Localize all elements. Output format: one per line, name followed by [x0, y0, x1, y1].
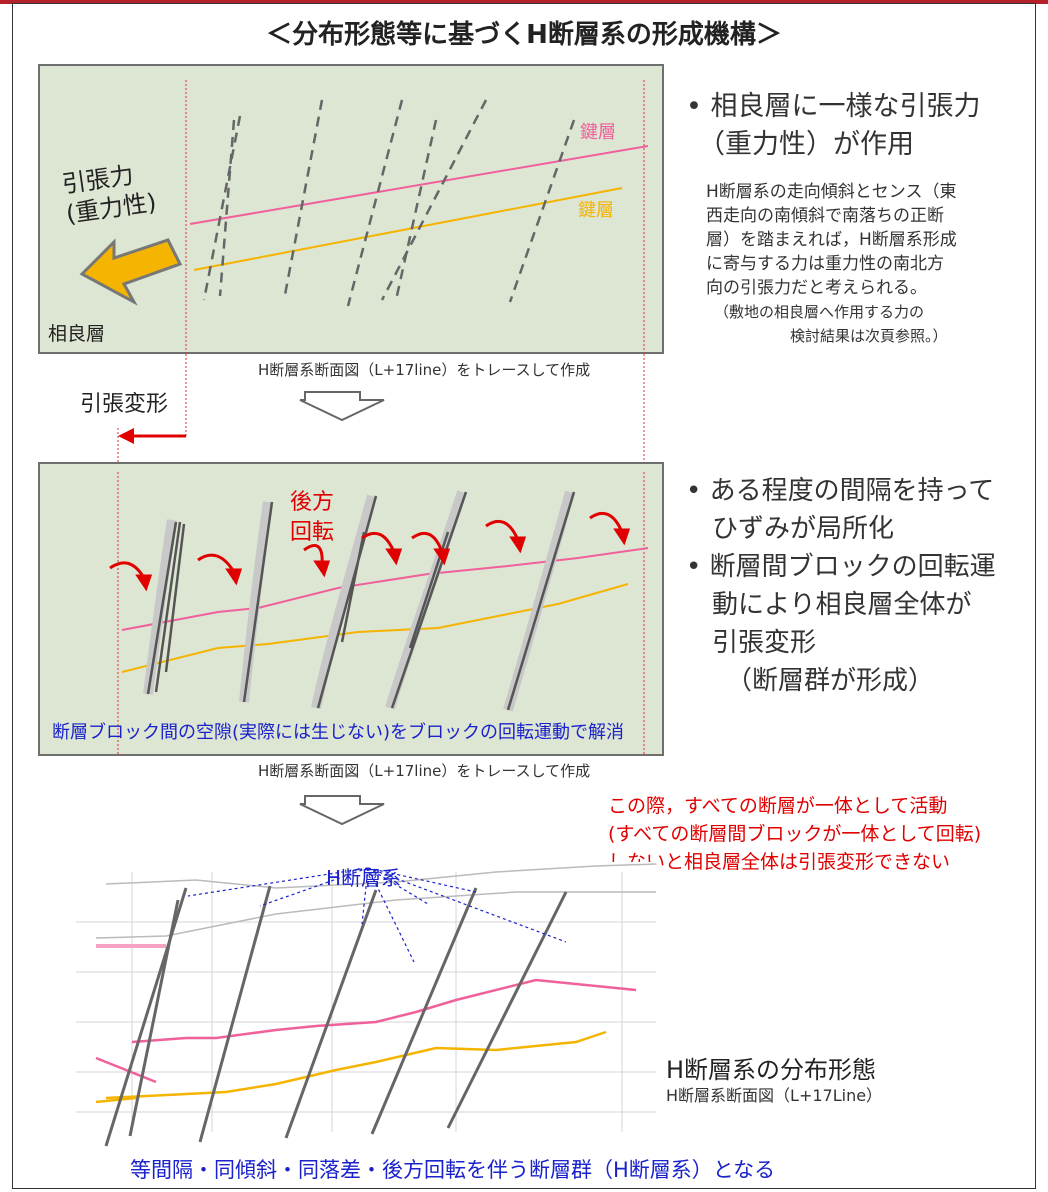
right2-line1: • ある程度の間隔を持って	[686, 476, 995, 506]
connector-drawing	[117, 354, 645, 466]
red-note-line1: この際，すべての断層が一体として活動	[608, 795, 948, 817]
right2-bullets: • ある程度の間隔を持って ひずみが局所化 • 断層間ブロックの回転運 動により…	[686, 472, 1036, 700]
key-bed-pink-line	[189, 145, 649, 225]
section-title: H断層系の分布形態	[666, 1056, 877, 1084]
deformation-label: 引張変形	[80, 392, 169, 417]
panel1-caption: H断層系断面図（L+17line）をトレースして作成	[258, 361, 591, 379]
tension-arrow-icon	[79, 238, 183, 306]
outer-frame	[12, 3, 1036, 1189]
fault-label-leaders	[187, 867, 567, 963]
rotation-label-line1: 後方	[290, 490, 335, 515]
deformation-arrow-head	[118, 428, 134, 444]
right1-note: H断層系の走向傾斜とセンス（東 西走向の南傾斜で南落ちの正断 層）を踏まえれば，…	[706, 180, 1026, 348]
right1-bullets: • 相良層に一様な引張力 （重力性）が作用	[686, 88, 1026, 164]
panel-rotation-drawing	[109, 472, 649, 756]
red-note-line3: しないと相良層全体は引張変形できない	[608, 851, 951, 873]
tension-label: 引張力 (重力性)	[60, 157, 158, 229]
bottom-conclusion: 等間隔・同傾斜・同落差・後方回転を伴う断層群（H断層系）となる	[130, 1158, 776, 1182]
dashed-fault-lines	[202, 99, 576, 307]
panel2-caption: H断層系断面図（L+17line）をトレースして作成	[258, 762, 591, 780]
right2-line2: ひずみが局所化	[712, 514, 895, 544]
layer-label: 相良層	[48, 323, 105, 345]
down-arrow-2-icon	[299, 795, 385, 826]
page-title: ＜分布形態等に基づくH断層系の形成機構＞	[266, 20, 782, 50]
rotation-label: 後方 回転	[290, 488, 334, 548]
right1-note-line1: H断層系の走向傾斜とセンス（東	[706, 182, 957, 202]
panel2-blue-note: 断層ブロック間の空隙(実際には生じない)をブロックの回転運動で解消	[52, 722, 625, 743]
panel-tension-drawing: 鍵層 鍵層 相良層	[48, 80, 649, 354]
right2-line4: 動により相良層全体が	[712, 590, 972, 620]
right1-note-line5: 向の引張力だと考えられる。	[706, 278, 927, 298]
right1-bullet-line1: • 相良層に一様な引張力	[686, 91, 981, 122]
right2-line5: 引張変形	[712, 628, 817, 658]
right1-note-line7: 検討結果は次頁参照。）	[790, 327, 948, 345]
right2-line6: （断層群が形成）	[726, 666, 935, 696]
fault-blocks	[143, 490, 576, 712]
key-bed-orange-label: 鍵層	[578, 200, 614, 221]
fault-system-label: H断層系	[326, 866, 402, 890]
section-caption: H断層系断面図（L+17Line）	[666, 1086, 883, 1105]
key-bed-pink-label: 鍵層	[580, 122, 616, 143]
rotation-label-line2: 回転	[290, 520, 335, 545]
panel-tension	[38, 64, 664, 354]
red-note: この際，すべての断層が一体として活動 (すべての断層間ブロックが一体として回転)…	[608, 792, 981, 876]
right1-note-line6: （敷地の相良層へ作用する力の	[714, 303, 925, 321]
red-note-line2: (すべての断層間ブロックが一体として回転)	[608, 823, 982, 845]
cross-section-drawing	[76, 862, 656, 1152]
right1-note-line2: 西走向の南傾斜で南落ちの正断	[706, 206, 944, 226]
right2-line3: • 断層間ブロックの回転運	[686, 552, 996, 582]
top-accent-line	[0, 0, 1048, 4]
right1-bullet-line2: （重力性）が作用	[698, 129, 914, 160]
right1-note-line3: 層）を踏まえれば，H断層系形成	[706, 230, 957, 250]
rotation-arrow-icons	[109, 511, 631, 592]
right1-note-line4: に寄与する力は重力性の南北方	[706, 254, 944, 274]
down-arrow-icon	[299, 391, 385, 422]
key-bed-orange-line	[193, 187, 623, 271]
